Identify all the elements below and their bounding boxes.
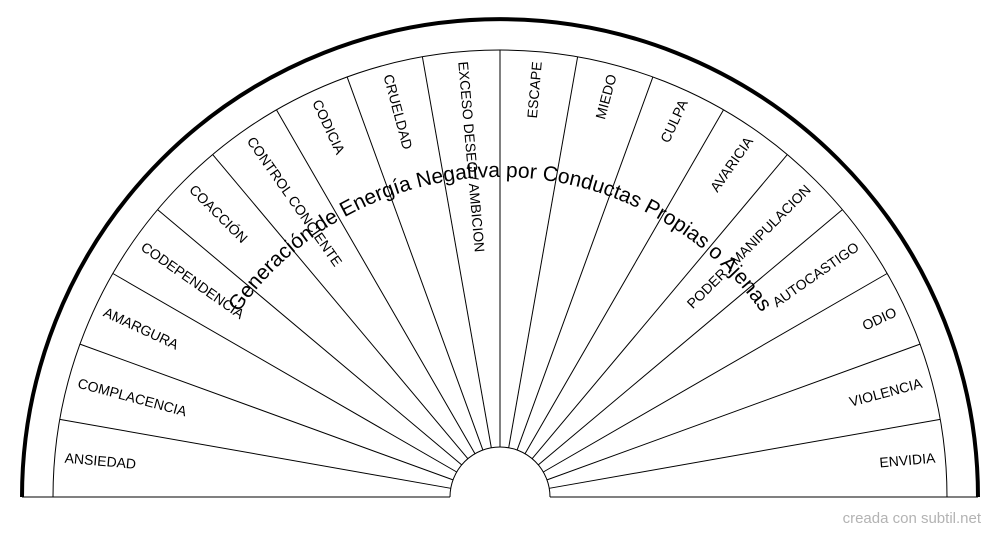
sector-divider [157,209,463,466]
sector-label: CULPA [657,96,691,145]
sector-label: VIOLENCIA [848,375,925,410]
sector-divider [508,56,579,448]
sector-divider [79,343,454,481]
sector-label: ANSIEDAD [64,450,137,472]
sector-label: ESCAPE [524,61,545,119]
sector-label: CRUELDAD [380,72,415,151]
sector-divider [212,154,469,460]
sector-label: CODEPENDENCIA [138,239,248,323]
sector-label: EXCESO DESEO / AMBICION [455,61,488,253]
sector-divider [516,76,654,451]
sector-divider [276,109,476,454]
sector-divider [421,56,492,448]
sector-label: ENVIDIA [879,450,937,471]
sector-label: AMARGURA [101,304,182,353]
sector-divider [543,273,888,473]
sector-dividers [59,50,941,489]
sector-label: AUTOCASTIGO [769,239,862,310]
sector-label: MIEDO [592,72,619,121]
outer-arc [20,17,980,498]
sector-label: CODICIA [309,97,348,157]
sector-divider [549,418,941,489]
sector-divider [537,209,843,466]
sector-label: COMPLACENCIA [76,375,189,420]
sector-label: COACCIÓN [186,181,251,246]
sector-divider [59,418,451,489]
sector-label: ODIO [860,304,899,334]
sector-divider [524,109,724,454]
sector-divider [546,343,921,481]
sector-divider [531,154,788,460]
sector-label: AVARICIA [707,133,757,195]
sector-divider [346,76,484,451]
outer-ring [20,17,980,498]
center-arc [449,446,551,498]
sector-divider [112,273,457,473]
credit-text: creada con subtil.net [842,510,981,527]
